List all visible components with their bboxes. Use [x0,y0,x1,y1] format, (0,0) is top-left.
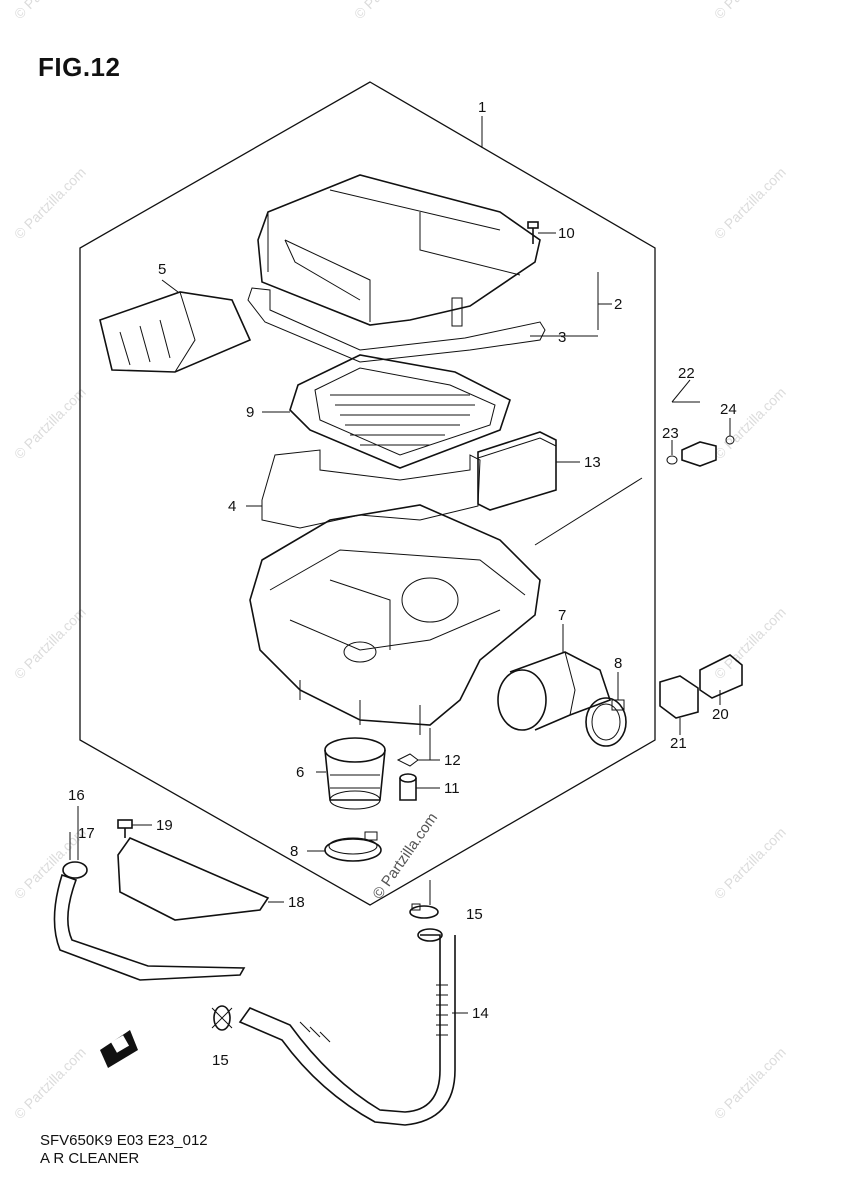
watermark-text: © Partzilla.com [11,604,89,682]
watermark-text: © Partzilla.com [711,604,789,682]
filter-element-9 [289,354,511,469]
leader-line [671,379,691,403]
watermark-text: © Partzilla.com [351,0,429,22]
callout-23: 23 [662,425,679,442]
watermark-text: © Partzilla.com [11,164,89,242]
figure-title: FIG.12 [38,52,121,82]
inlet-duct-7 [497,651,612,731]
callout-15-top: 15 [466,906,483,923]
callout-17: 17 [78,825,95,842]
callout-18: 18 [288,894,305,911]
breather-pipe-16 [53,861,246,981]
air-cleaner-case [249,504,541,760]
callout-24: 24 [720,401,737,418]
clamp-15-bottom [211,1005,233,1031]
callout-15-bottom: 15 [212,1052,229,1069]
callout-10: 10 [558,225,575,242]
diagram-caption: A R CLEANER [40,1150,140,1167]
callout-9: 9 [246,404,254,421]
watermark-text: © Partzilla.com [11,0,89,22]
assembly-frame [79,81,656,906]
callout-3: 3 [558,329,566,346]
callout-13: 13 [584,454,601,471]
leader-line [161,279,179,293]
callout-21: 21 [670,735,687,752]
diagram-code: SFV650K9 E03 E23_012 [40,1132,208,1149]
cover-seal-3 [247,287,546,363]
watermark-text: © Partzilla.com [11,384,89,462]
sensor-bracket-20 [699,654,743,699]
plate-18 [117,837,270,921]
watermark-text: © Partzilla.com [711,1044,789,1122]
watermark-text: © Partzilla.com [711,0,789,22]
foam-pad-13 [477,431,557,511]
gasket-4 [261,449,481,529]
drain-hose-14 [238,928,456,1126]
callout-11: 11 [444,780,460,797]
clamp-8-left [324,831,382,862]
callout-6: 6 [296,764,304,781]
leader-line [534,477,643,546]
callout-8-right: 8 [614,655,622,672]
callout-7: 7 [558,607,566,624]
clip-12 [396,753,419,767]
callout-5: 5 [158,261,166,278]
watermark-text: © Partzilla.com [711,164,789,242]
watermark-text: © Partzilla.com [11,1044,89,1122]
watermark-text: © Partzilla.com [711,824,789,902]
callout-1: 1 [478,99,486,116]
bolt-10 [527,221,556,244]
cap-11 [399,773,417,801]
callout-14: 14 [472,1005,489,1022]
callout-12: 12 [444,752,461,769]
callout-16: 16 [68,787,85,804]
front-arrow-icon [100,1030,138,1068]
callout-2: 2 [614,296,622,313]
callout-20: 20 [712,706,729,723]
callout-4: 4 [228,498,236,515]
callout-22: 22 [678,365,695,382]
sensor-22 [666,435,735,467]
air-cleaner-cover [257,174,541,327]
callout-8-left: 8 [290,843,298,860]
callout-19: 19 [156,817,173,834]
connector-6 [324,737,386,810]
screw-19 [117,819,133,838]
intake-funnel-5 [99,291,252,373]
watermark-text: © Partzilla.com [711,384,789,462]
cover-21 [659,675,699,719]
clamp-8-right [585,697,627,747]
watermarks: © Partzilla.com © Partzilla.com © Partzi… [11,0,789,1122]
clamp-15-top [409,903,439,919]
